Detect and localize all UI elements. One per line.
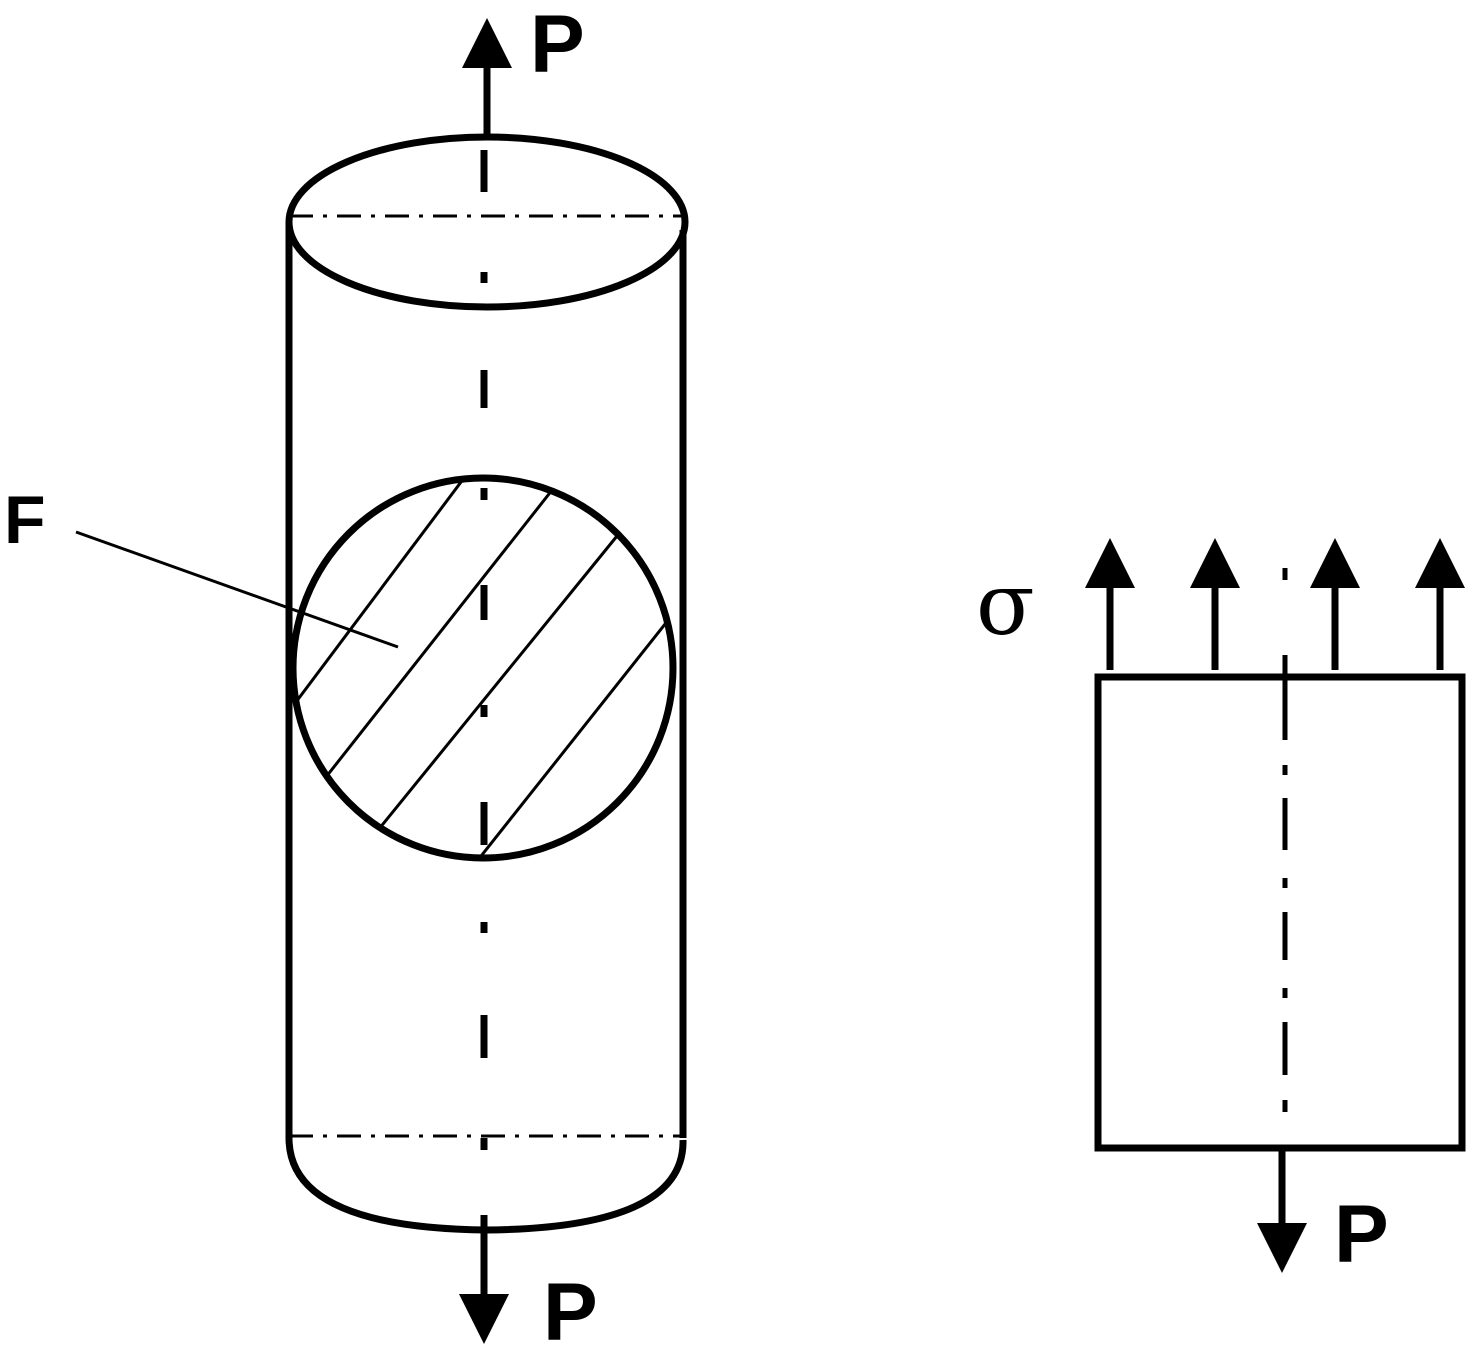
stress-arrow [1415,538,1465,670]
stress-arrow [1085,538,1135,670]
stress-arrow [1190,538,1240,670]
bottom-force-arrow [459,1215,509,1344]
top-force-arrow [462,18,512,140]
section-circle [289,474,677,862]
stress-label: σ [976,555,1035,655]
top-force-label: P [530,0,585,90]
stress-arrow [1310,538,1360,670]
section-hatching [293,478,673,858]
area-leader-line [75,530,399,649]
area-label: F [4,482,46,558]
bottom-arrowhead [459,1294,509,1344]
element-force-arrow [1257,1148,1307,1273]
cross-section [289,474,677,862]
element-arrowhead [1257,1223,1307,1273]
stress-arrows [1085,538,1465,670]
end-face-centerlines [289,214,683,1138]
element-force-label: P [1334,1189,1389,1280]
bottom-force-label: P [543,1267,598,1348]
free-body-element [1094,673,1466,1152]
cylinder-bar [285,133,689,1234]
top-arrowhead [462,18,512,68]
